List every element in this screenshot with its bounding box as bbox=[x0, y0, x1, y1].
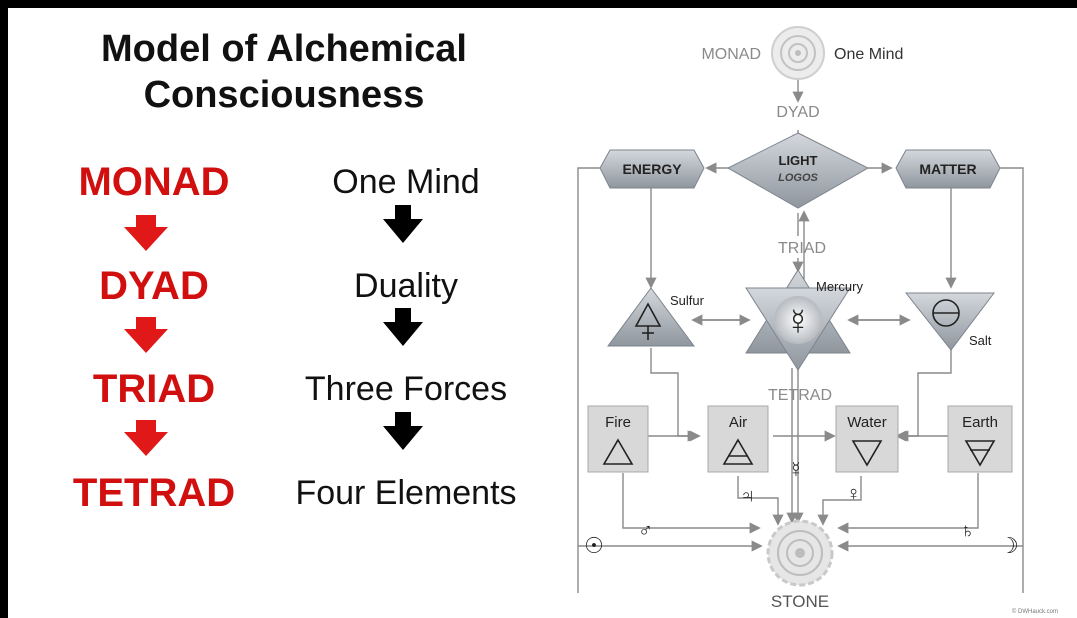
venus-symbol-icon: ♀ bbox=[846, 483, 861, 505]
slide: Model of Alchemical Consciousness MONAD … bbox=[8, 8, 1077, 618]
jupiter-symbol-icon: ♃ bbox=[740, 485, 755, 507]
light-label: LIGHT bbox=[779, 153, 818, 168]
matter-node: MATTER bbox=[895, 149, 1001, 189]
salt-label: Salt bbox=[969, 333, 992, 348]
earth-symbol-icon bbox=[964, 440, 996, 467]
monad-wheel-icon bbox=[771, 26, 825, 80]
matter-label: MATTER bbox=[919, 161, 976, 177]
stage-tetrad: TETRAD bbox=[72, 471, 236, 515]
mercury-planet-symbol-icon: ☿ bbox=[788, 457, 805, 482]
moon-symbol-icon: ☽ bbox=[999, 533, 1019, 558]
logos-label: LOGOS bbox=[778, 172, 818, 184]
water-label: Water bbox=[847, 414, 886, 431]
mercury-label: Mercury bbox=[816, 279, 863, 294]
black-down-arrow-2 bbox=[383, 308, 423, 346]
salt-node bbox=[904, 292, 996, 351]
water-symbol-icon bbox=[851, 440, 883, 467]
water-node: Water bbox=[835, 405, 899, 473]
sulfur-label: Sulfur bbox=[670, 293, 705, 308]
air-node: Air bbox=[707, 405, 769, 473]
mercury-symbol-icon: ☿ bbox=[785, 301, 812, 342]
tetrad-label: TETRAD bbox=[768, 387, 832, 404]
earth-node: Earth bbox=[947, 405, 1013, 473]
title-line-2: Consciousness bbox=[143, 74, 425, 116]
stone-label: STONE bbox=[771, 592, 829, 611]
stage-triad: TRIAD bbox=[92, 367, 216, 411]
black-down-arrow-3 bbox=[383, 412, 423, 450]
red-down-arrow-1 bbox=[124, 215, 168, 251]
alchemy-diagram: MONAD One Mind DYAD ENERGY LIGHT LOGOS M… bbox=[577, 26, 1058, 615]
light-logos-node: LIGHT LOGOS bbox=[726, 132, 870, 209]
meaning-three-forces: Three Forces bbox=[304, 370, 508, 408]
stage-arrows bbox=[124, 205, 423, 456]
energy-node: ENERGY bbox=[599, 149, 705, 189]
one-mind-label: One Mind bbox=[834, 46, 903, 63]
stage-dyad: DYAD bbox=[99, 264, 209, 308]
monad-label: MONAD bbox=[701, 46, 761, 63]
stage-monad: MONAD bbox=[78, 160, 230, 204]
title-line-1: Model of Alchemical bbox=[101, 28, 467, 70]
sulfur-node bbox=[607, 287, 695, 347]
sun-symbol-icon: ☉ bbox=[584, 533, 604, 558]
mercury-node: ☿ bbox=[745, 269, 851, 371]
fire-label: Fire bbox=[605, 414, 631, 431]
fire-symbol-icon bbox=[602, 438, 634, 465]
red-down-arrow-2 bbox=[124, 317, 168, 353]
copyright-credit: © DWHauck.com bbox=[1012, 608, 1058, 615]
triad-label: TRIAD bbox=[778, 240, 826, 257]
air-symbol-icon bbox=[722, 438, 754, 465]
meaning-duality: Duality bbox=[354, 267, 458, 305]
meaning-one-mind: One Mind bbox=[332, 163, 480, 201]
red-down-arrow-3 bbox=[124, 420, 168, 456]
slide-title: Model of Alchemical Consciousness bbox=[44, 26, 524, 118]
dyad-label: DYAD bbox=[776, 104, 819, 121]
air-label: Air bbox=[729, 414, 747, 431]
mars-symbol-icon: ♂ bbox=[638, 520, 653, 542]
black-down-arrow-1 bbox=[383, 205, 423, 243]
meaning-four-elements: Four Elements bbox=[295, 474, 517, 512]
fire-node: Fire bbox=[587, 405, 649, 473]
stone-wheel-icon bbox=[766, 519, 834, 587]
saturn-symbol-icon: ♄ bbox=[960, 520, 975, 542]
earth-label: Earth bbox=[962, 414, 998, 431]
energy-label: ENERGY bbox=[622, 161, 682, 177]
